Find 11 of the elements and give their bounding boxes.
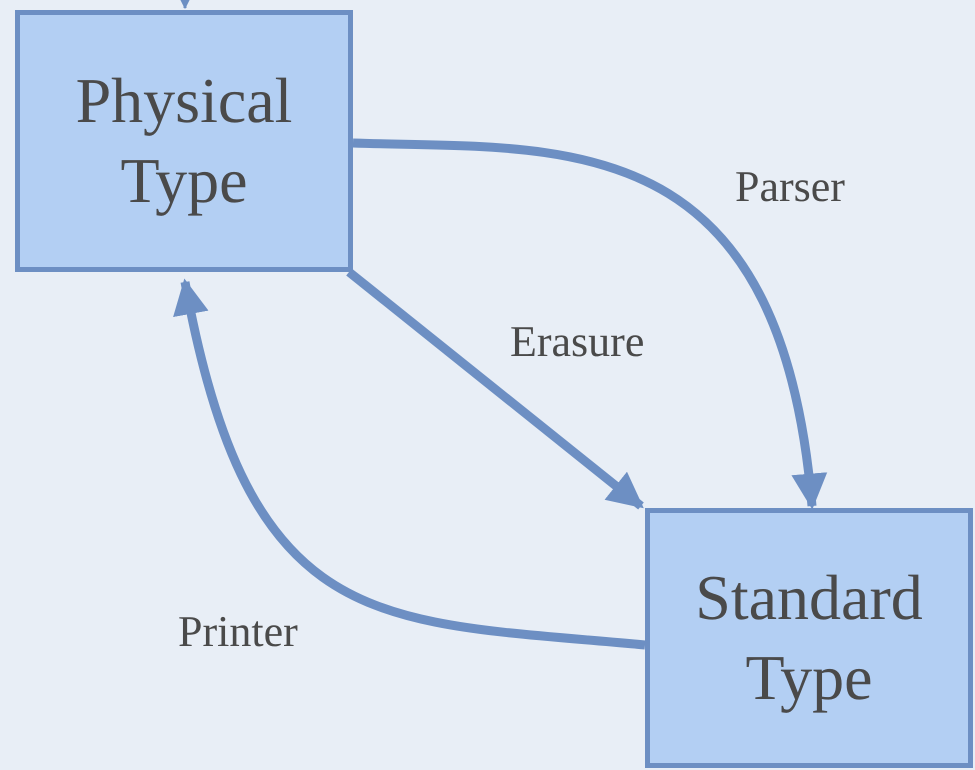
box-title: Physical Type <box>74 64 294 218</box>
box-title: Standard Type <box>694 561 924 715</box>
edge-label: Erasure <box>510 320 644 364</box>
edge-label: Parser <box>735 165 845 209</box>
type-box <box>645 508 973 768</box>
arrow <box>174 278 646 650</box>
arrow <box>352 138 826 510</box>
arrow <box>346 268 644 510</box>
type-box <box>15 10 353 272</box>
edge-label: Printer <box>178 610 298 654</box>
arrow <box>179 0 191 10</box>
